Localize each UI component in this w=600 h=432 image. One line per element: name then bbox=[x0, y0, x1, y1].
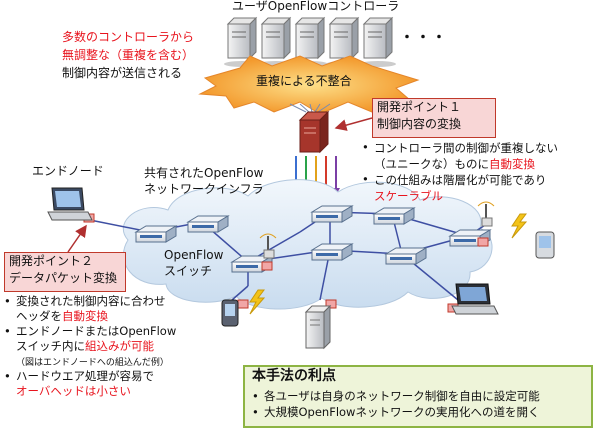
point2-title: 開発ポイント２ bbox=[9, 254, 94, 268]
wireless-ap-icon bbox=[259, 233, 277, 259]
cloud-label-line1: 共有されたOpenFlow bbox=[144, 166, 264, 180]
switch-label-line1: OpenFlow bbox=[164, 248, 224, 262]
point2-bullet1-line2: ヘッダを bbox=[16, 308, 62, 323]
switch-label-line2: スイッチ bbox=[164, 264, 213, 278]
left-note-line3: 制御内容が送信される bbox=[62, 66, 183, 80]
openflow-switch-icon bbox=[134, 225, 178, 243]
point2-bullet3-line1: ハードウエア処理が容易で bbox=[16, 369, 154, 384]
point2-bullet-list: 変換された制御内容に合わせ ヘッダを自動変換 エンドノードまたはOpenFlow… bbox=[4, 294, 176, 399]
cloud-label-line2: ネットワークインフラ bbox=[144, 182, 264, 196]
point2-subtitle: データパケット変換 bbox=[9, 271, 118, 285]
benefit-item: 大規模OpenFlowネットワークの実用化への道を開く bbox=[252, 404, 540, 420]
controller-server-icon bbox=[360, 16, 396, 67]
point1-bullet1-line2: （ユニークな）ものに bbox=[374, 157, 489, 171]
point1-bullet2-line1: この仕組みは階層化が可能であり bbox=[374, 173, 547, 187]
openflow-switch-icon bbox=[186, 215, 230, 233]
point1-title: 開発ポイント１ bbox=[377, 100, 462, 114]
point2-bullet2-line2: スイッチ内に bbox=[16, 338, 85, 353]
point2-bullet-item: エンドノードまたはOpenFlow スイッチ内に組込みが可能 （図はエンドノード… bbox=[4, 324, 176, 370]
point1-bullet-list: コントローラ間の制御が重複しない （ユニークな）ものに自動変換 この仕組みは階層… bbox=[362, 140, 558, 204]
laptop-device-icon bbox=[451, 283, 499, 315]
ellipsis-more: ・・・ bbox=[400, 30, 448, 46]
point2-bullet-item: ハードウエア処理が容易で オーバヘッドは小さい bbox=[4, 369, 176, 399]
point2-bullet1-emphasis: 自動変換 bbox=[62, 308, 108, 323]
end-node-label: エンドノード bbox=[32, 164, 104, 178]
converter-server-icon bbox=[298, 110, 330, 154]
point1-bullet1-emphasis: 自動変換 bbox=[489, 157, 535, 171]
openflow-switch-icon bbox=[448, 229, 492, 247]
conflict-label: 重複による不整合 bbox=[256, 74, 352, 88]
tower-server-icon bbox=[304, 304, 332, 350]
controllers-title: ユーザOpenFlowコントローラ bbox=[232, 0, 400, 13]
openflow-switch-icon bbox=[372, 207, 416, 225]
openflow-switch-icon bbox=[384, 247, 428, 265]
lightning-icon bbox=[249, 289, 266, 315]
convergence-lines bbox=[289, 103, 331, 113]
openflow-switch-icon bbox=[310, 205, 354, 223]
point2-bullet-item: 変換された制御内容に合わせ ヘッダを自動変換 bbox=[4, 294, 176, 324]
openflow-switch-icon bbox=[310, 243, 354, 261]
benefits-list: 各ユーザは自身のネットワーク制御を自由に設定可能 大規模OpenFlowネットワ… bbox=[252, 388, 540, 420]
point1-box bbox=[372, 98, 496, 138]
point1-bullet-item: この仕組みは階層化が可能であり スケーラブル bbox=[362, 172, 558, 204]
point1-bullet2-emphasis: スケーラブル bbox=[374, 189, 443, 203]
benefits-title: 本手法の利点 bbox=[252, 368, 336, 384]
pda-device-icon bbox=[535, 231, 555, 259]
left-note-line1: 多数のコントローラから bbox=[62, 30, 195, 44]
point2-bullet3-emphasis: オーバヘッドは小さい bbox=[16, 384, 131, 399]
point2-box bbox=[4, 252, 126, 292]
laptop-end-node-icon bbox=[47, 187, 93, 221]
point2-bullet2-emphasis: 組込みが可能 bbox=[85, 338, 154, 353]
point2-bullet1-line1: 変換された制御内容に合わせ bbox=[16, 294, 166, 308]
point1-pointer-arrow bbox=[334, 117, 373, 131]
point1-bullet1-line1: コントローラ間の制御が重複しない bbox=[374, 141, 558, 155]
controller-server-icon bbox=[292, 16, 328, 67]
benefit-item: 各ユーザは自身のネットワーク制御を自由に設定可能 bbox=[252, 388, 540, 404]
point1-bullet-item: コントローラ間の制御が重複しない （ユニークな）ものに自動変換 bbox=[362, 140, 558, 172]
point2-pointer-arrow bbox=[67, 224, 87, 253]
point1-subtitle: 制御内容の変換 bbox=[377, 117, 462, 131]
controller-server-icon bbox=[258, 16, 294, 67]
point2-bullet2-line1: エンドノードまたはOpenFlow bbox=[16, 323, 177, 338]
pda-device-icon bbox=[221, 299, 239, 327]
lightning-icon bbox=[511, 213, 528, 239]
point2-bullet2-note: （図はエンドノードへの組込んだ例） bbox=[16, 357, 169, 368]
left-note-line2: 無調整な（重複を含む） bbox=[62, 48, 195, 62]
